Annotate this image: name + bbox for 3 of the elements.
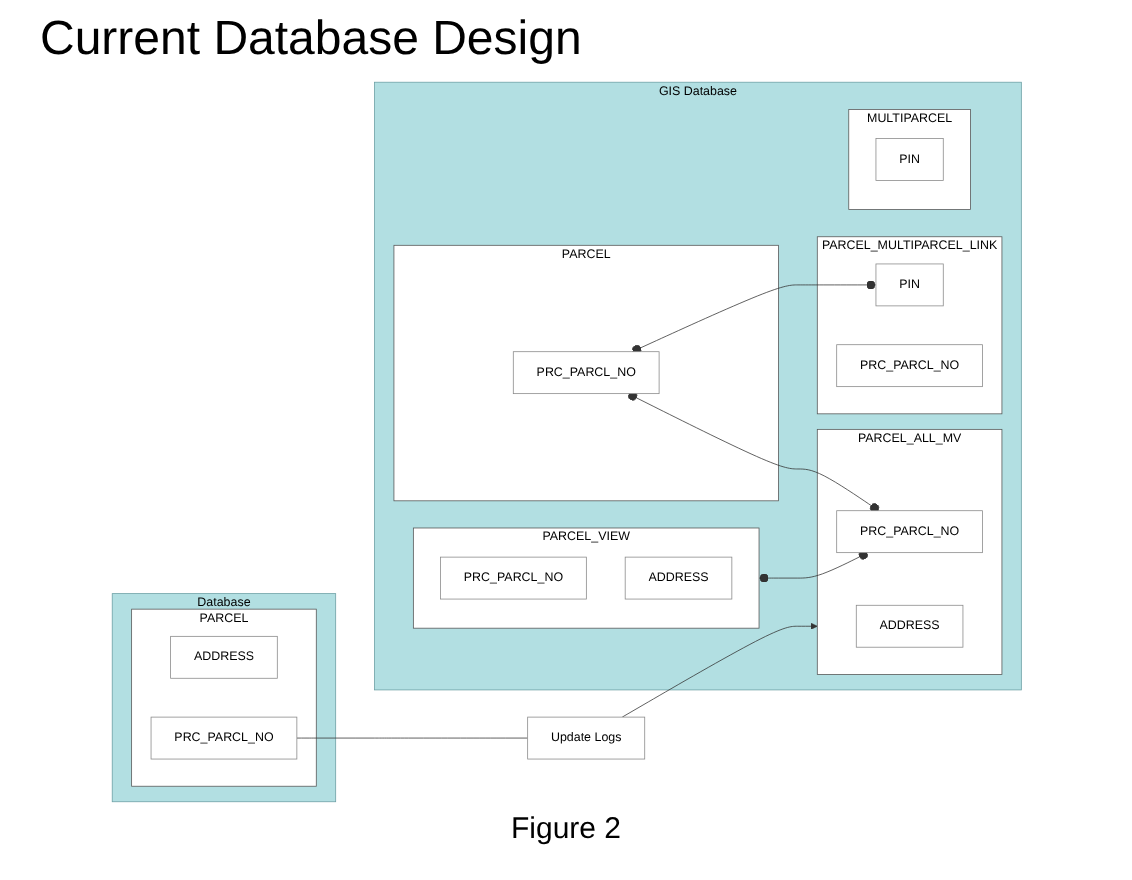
figure-caption: Figure 2 xyxy=(508,812,624,846)
diagram-title: Current Database Design xyxy=(40,12,584,70)
connector xyxy=(295,737,528,739)
